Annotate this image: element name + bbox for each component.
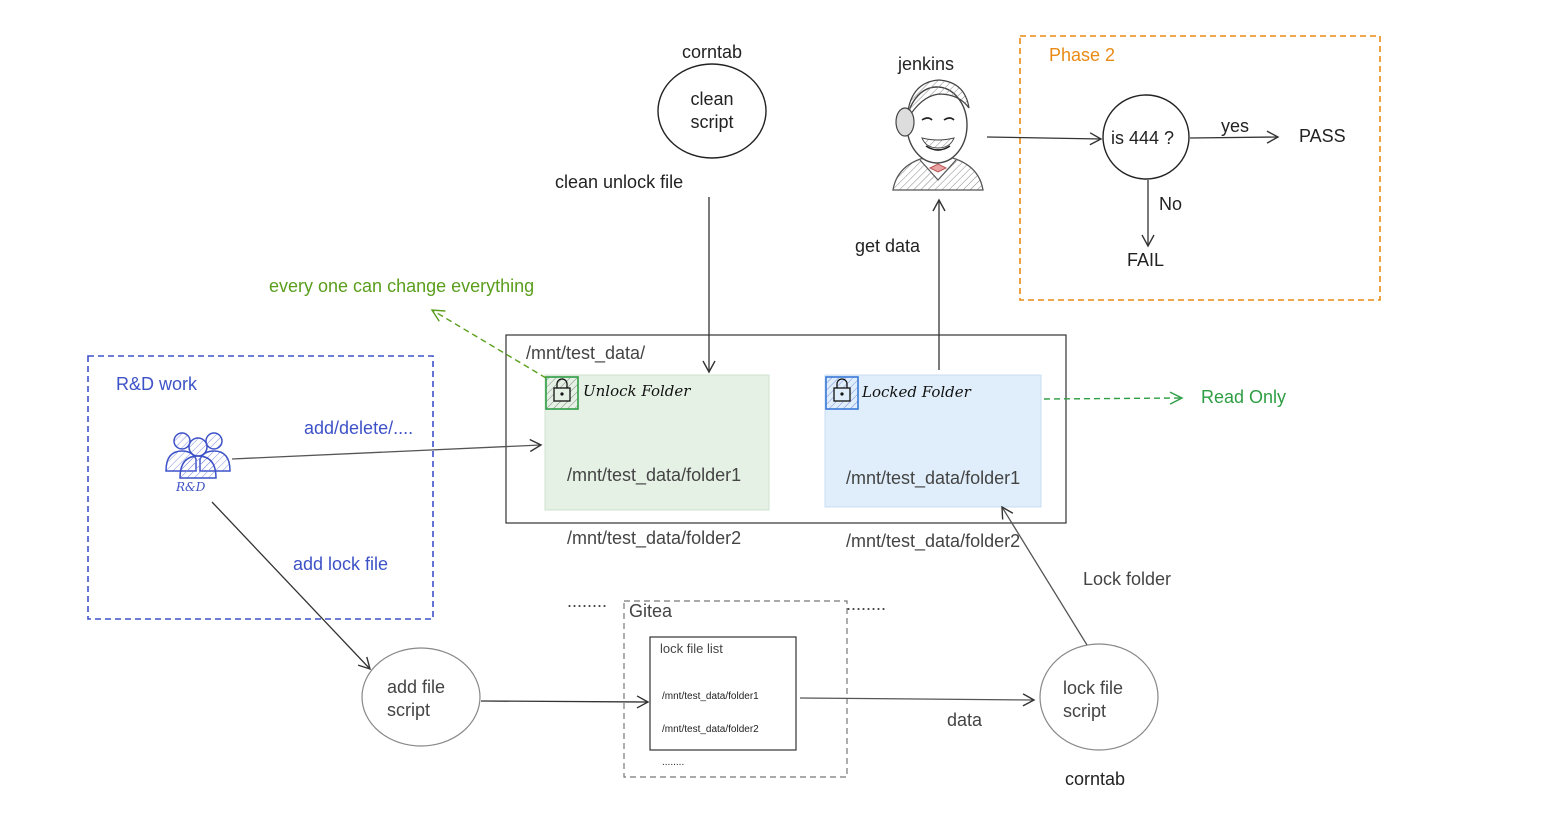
clean-unlock-file-label: clean unlock file [555,172,684,192]
locked-item-3: ........ [846,594,887,614]
jenkins-icon [892,79,984,191]
phase2-label: Phase 2 [1049,45,1116,65]
lockscript-to-locked-arrow [1001,505,1088,646]
unlock-folder-box [544,374,770,511]
lock-folder-label: Lock folder [1083,569,1172,589]
jenkins-to-decision-arrow [986,132,1103,146]
read-only-arrow [1043,391,1184,405]
unlock-item-1: /mnt/test_data/folder1 [567,465,742,485]
everyone-change-arrow [430,309,547,379]
lock-file-item-3: ........ [662,757,685,768]
read-only-label: Read Only [1201,387,1287,407]
clean-script-label: clean script [690,89,734,132]
corntab-bottom-label: corntab [1065,769,1126,789]
locked-item-1: /mnt/test_data/folder1 [846,468,1021,488]
locked-folder-title: Locked Folder [862,383,971,401]
mount-root-label: /mnt/test_data/ [526,343,646,363]
no-label: No [1159,194,1183,214]
lock-file-item-2: /mnt/test_data/folder2 [662,724,759,735]
gitea-label: Gitea [629,601,673,621]
unlock-item-3: ........ [567,591,608,611]
fail-label: FAIL [1127,250,1165,270]
unlock-item-2: /mnt/test_data/folder2 [567,528,742,548]
rd-work-box [87,355,434,620]
pass-label: PASS [1299,126,1346,146]
lock-file-list-box [649,636,797,751]
add-file-script-node [361,647,481,747]
mount-box [505,334,1067,524]
add-file-script-label: add file script [387,677,446,720]
lock-file-list-title: lock file list [660,641,723,656]
add-delete-label: add/delete/.... [304,418,414,438]
decision-label: is 444 ? [1111,128,1175,148]
decision-node [1102,94,1190,180]
rd-to-unlock-arrow [231,438,543,460]
lock-file-item-1: /mnt/test_data/folder1 [662,691,759,702]
phase2-box [1019,35,1381,301]
add-lock-file-label: add lock file [293,554,389,574]
lock-file-script-node [1039,643,1159,751]
gitea-to-lockscript-arrow [799,693,1036,707]
yes-arrow [1189,130,1280,144]
clean-script-node [657,63,767,159]
corntab-top-label: corntab [681,42,743,62]
everyone-change-label: every one can change everything [269,276,535,296]
addfile-to-gitea-arrow [480,695,650,709]
locked-folder-box [824,374,1042,508]
rd-to-addfile-arrow [211,501,372,671]
yes-label: yes [1221,116,1250,136]
rd-icon-label: R&D [176,480,206,494]
data-label: data [947,710,983,730]
get-data-label: get data [855,236,921,256]
lock-file-list-items: /mnt/test_data/folder1 /mnt/test_data/fo… [662,669,759,779]
unlock-folder-title: Unlock Folder [583,382,691,400]
unlock-padlock-icon [545,376,579,410]
gitea-box [623,600,848,778]
jenkins-label: jenkins [898,54,955,74]
rd-work-label: R&D work [116,374,198,394]
locked-folder-list: /mnt/test_data/folder1 /mnt/test_data/fo… [846,426,1020,636]
lock-file-script-label: lock file script [1063,678,1124,721]
rd-team-icon [165,432,231,479]
locked-item-2: /mnt/test_data/folder2 [846,531,1021,551]
unlock-folder-list: /mnt/test_data/folder1 /mnt/test_data/fo… [567,423,741,633]
locked-padlock-icon [825,376,859,410]
